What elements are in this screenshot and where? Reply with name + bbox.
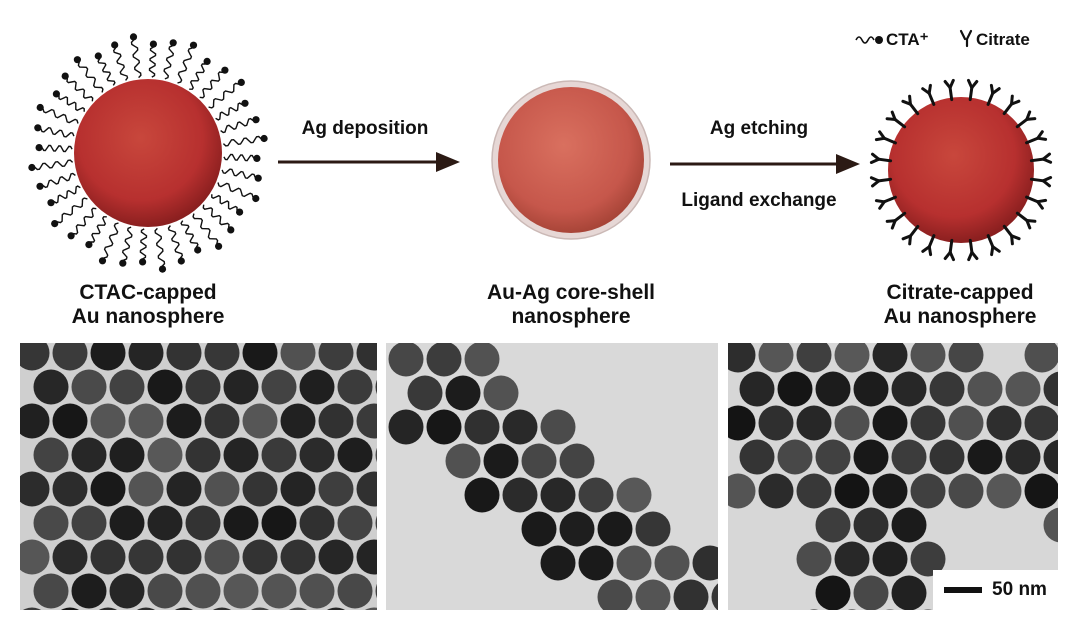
citrate-legend-icon — [959, 29, 973, 48]
ag-etching-arrow — [670, 154, 860, 174]
au-core — [74, 79, 222, 227]
particle-label-1-line2: Au nanosphere — [71, 305, 225, 328]
step1-label: Ag deposition — [302, 118, 429, 139]
cta-legend-head-icon — [875, 36, 883, 44]
au-core — [498, 87, 644, 233]
tem-image-au-ag — [386, 343, 718, 610]
legend — [855, 29, 973, 48]
citrate-ligands — [869, 78, 1053, 262]
particle-label-2: Au-Ag core-shell nanosphere — [461, 281, 681, 329]
particle-label-1-line1: CTAC-capped — [79, 281, 217, 304]
particle-label-2-line2: nanosphere — [511, 305, 631, 328]
particle-label-3-line1: Citrate-capped — [886, 281, 1034, 304]
legend-citrate-label: Citrate — [976, 30, 1030, 49]
ctac-capped-au-nanosphere — [28, 33, 268, 273]
citrate-capped-au-nanosphere — [869, 78, 1053, 262]
ag-deposition-arrow — [278, 152, 460, 172]
step2-top-label: Ag etching — [710, 118, 808, 139]
schematic-diagram: CTA⁺ Citrate Ag deposition Ag etching Li… — [28, 29, 1053, 273]
tem-image-ctac-au — [20, 343, 377, 610]
cta-legend-icon — [855, 36, 875, 44]
au-ag-core-shell-nanosphere — [491, 80, 651, 240]
particle-label-3: Citrate-capped Au nanosphere — [860, 281, 1060, 329]
scale-bar-label: 50 nm — [992, 579, 1047, 600]
particle-label-3-line2: Au nanosphere — [883, 305, 1037, 328]
au-core — [888, 97, 1034, 243]
step2-bottom-label: Ligand exchange — [681, 190, 836, 211]
cta-ligands — [28, 33, 268, 273]
legend-cta-label: CTA⁺ — [886, 30, 929, 49]
scale-bar: 50 nm — [933, 570, 1058, 610]
tem-image-citrate-au: 50 nm — [728, 343, 1058, 610]
particle-label-2-line1: Au-Ag core-shell — [486, 281, 656, 304]
scale-bar-line — [944, 587, 983, 593]
particle-label-1: CTAC-capped Au nanosphere — [48, 281, 248, 329]
